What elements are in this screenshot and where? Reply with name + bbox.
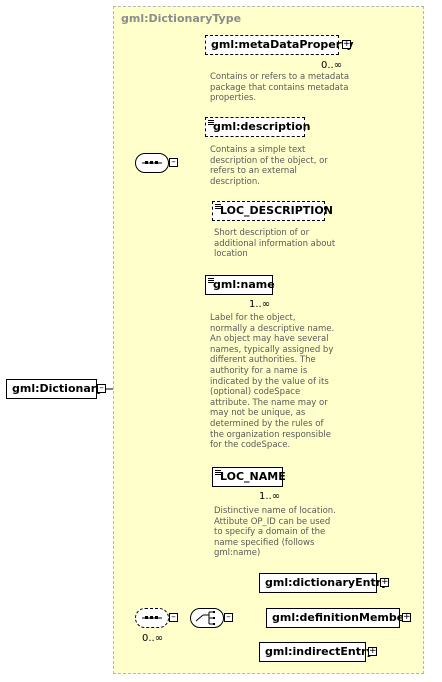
type-title: gml:DictionaryType (121, 12, 242, 25)
occurrence-label: 1..∞ (259, 491, 281, 502)
element-gml-indirectentry[interactable]: gml:indirectEntry (259, 642, 374, 662)
element-gml-definitionmember[interactable]: gml:definitionMember (266, 608, 410, 628)
sequence-icon (142, 616, 162, 619)
sequence-compositor[interactable] (135, 153, 169, 173)
element-gml-metadataproperty[interactable]: gml:metaDataProperty (205, 35, 354, 58)
text-content-icon (208, 120, 214, 127)
element-gml-dictionaryentry[interactable]: gml:dictionaryEntry (259, 573, 388, 593)
expand-icon[interactable]: + (402, 612, 411, 622)
collapse-icon[interactable]: – (169, 158, 178, 167)
collapse-icon[interactable]: – (97, 384, 106, 393)
expand-icon[interactable]: + (368, 646, 377, 656)
text-content-icon (208, 278, 214, 285)
element-gml-name[interactable]: gml:name (205, 275, 276, 298)
description-text: Label for the object, normally a descrip… (210, 313, 335, 451)
sequence-icon (142, 161, 162, 164)
element-label: gml:Dictionary (12, 382, 104, 395)
element-label: gml:definitionMember (272, 611, 410, 624)
description-text: Contains a simple text description of th… (210, 145, 328, 187)
occurrence-label: 1..∞ (249, 299, 271, 310)
choice-compositor[interactable] (190, 608, 224, 628)
expand-icon[interactable]: + (342, 39, 351, 49)
element-gml-description[interactable]: gml:description (205, 117, 310, 137)
element-loc-description[interactable]: LOC_DESCRIPTION (212, 201, 333, 221)
choice-icon (195, 611, 215, 625)
sequence-compositor-optional[interactable] (135, 608, 169, 628)
element-label: gml:indirectEntry (265, 645, 374, 658)
expand-icon[interactable]: + (380, 577, 389, 587)
text-content-icon (215, 470, 221, 477)
element-label: gml:name (213, 278, 275, 291)
element-label: gml:metaDataProperty (211, 38, 354, 51)
collapse-icon[interactable]: – (224, 613, 233, 622)
text-content-icon (215, 204, 221, 211)
occurrence-label: 0..∞ (142, 633, 164, 644)
occurrence-label: 0..∞ (321, 60, 343, 71)
description-text: Distinctive name of location. Attibute O… (214, 506, 336, 559)
collapse-icon[interactable]: – (169, 613, 178, 622)
description-text: Contains or refers to a metadata package… (210, 72, 350, 104)
element-loc-name[interactable]: LOC_NAME (212, 467, 286, 490)
element-label: gml:description (213, 120, 311, 133)
element-label: LOC_DESCRIPTION (220, 204, 333, 217)
element-gml-dictionary[interactable]: gml:Dictionary (6, 379, 103, 399)
element-label: LOC_NAME (220, 470, 286, 483)
element-label: gml:dictionaryEntry (265, 576, 389, 589)
description-text: Short description of or additional infor… (214, 228, 336, 260)
